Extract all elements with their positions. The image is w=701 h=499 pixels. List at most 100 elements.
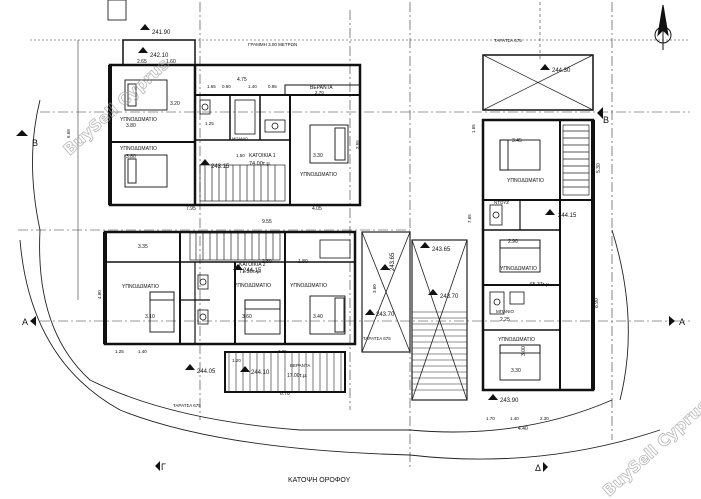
level-2: 242.10 [150, 53, 169, 59]
level-5: 243.65 [390, 252, 396, 271]
room-label-u1-b: ΥΠΝΟΔΩΜΑΤΙΟ [120, 146, 157, 152]
level-12: 244.15 [558, 213, 577, 219]
roof-level-3: ΤΑΡΑΤΣΑ 675 [173, 403, 201, 408]
section-mark-b-left: B [32, 138, 38, 148]
unit-1-area: 74.00τ.μ. [249, 161, 272, 167]
stair-unit-3 [562, 124, 590, 196]
north-arrow-icon [654, 4, 672, 50]
dim-3-10: 3.10 [145, 314, 155, 320]
room-label-u2-a: ΥΠΝΟΔΩΜΑΤΙΟ [122, 284, 159, 290]
plan-title: ΚΑΤΟΨΗ ΟΡΟΦΟΥ [288, 477, 351, 484]
section-mark-a-right: A [679, 317, 685, 327]
dim-1-20: 1.20 [232, 358, 241, 363]
dim-1-60: 1.60 [166, 59, 176, 65]
section-mark-d: Δ [535, 463, 541, 473]
dim-6-68: 6.68 [66, 129, 71, 138]
dim-3-30: 3.30 [313, 153, 323, 159]
watermark-bottom-right: BuySell Cyprus [599, 396, 701, 499]
dim-1-40b: 1.40 [138, 349, 147, 354]
section-mark-a-left: A [22, 317, 28, 327]
bathroom-label-u3: ΜΠΑΝΙΟ [496, 309, 514, 314]
fixtures-unit-3 [489, 204, 525, 315]
veranda-label-u2: ΒΕΡΑΝΤΑ [290, 363, 310, 368]
dim-2-70: 2.70 [315, 90, 324, 95]
dim-0-60: 0.60 [222, 84, 231, 89]
beds-unit-2 [149, 291, 346, 335]
top-line-label: ΓΡΑΜΜΗ 3.00 ΜΕΤΡΩΝ [248, 42, 297, 47]
section-mark-g: Γ [161, 462, 166, 472]
dim-2-05: 2.05 [278, 349, 287, 354]
dim-2-65: 2.65 [137, 59, 147, 65]
room-label-u1-c: ΥΠΝΟΔΩΜΑΤΙΟ [300, 172, 337, 178]
unit-1-name: ΚΑΤΟΙΚΙΑ 1 [249, 153, 276, 159]
shower-label-u3: ΝΤΟΥΖ [494, 200, 509, 205]
dim-7-65: 7.65 [467, 214, 472, 223]
section-markers [16, 107, 675, 472]
dim-1-50: 1.50 [236, 153, 245, 158]
beds-unit-3 [499, 139, 541, 381]
dim-1-70: 1.70 [486, 416, 495, 421]
roof-terrace [482, 54, 594, 111]
fixtures-unit-2 [197, 239, 351, 325]
dim-6-70: 6.70 [280, 391, 290, 397]
stair-unit-2 [189, 232, 281, 261]
dim-1-25b: 1.25 [115, 349, 124, 354]
room-label-u2-c: ΥΠΝΟΔΩΜΑΤΙΟ [290, 283, 327, 289]
dim-8-90: 8.90 [594, 298, 600, 308]
veranda-label-u1: ΒΕΡΑΝΤΑ [310, 85, 333, 91]
roof-level-2: ΤΑΡΑΤΣΑ 675 [363, 336, 391, 341]
unit-3-walls [481, 54, 595, 392]
dim-1-65b: 1.65 [471, 124, 476, 133]
level-4: 244.15 [243, 268, 262, 274]
level-markers [138, 24, 555, 400]
dim-4-80: 4.80 [97, 290, 102, 299]
dim-9-55: 9.55 [262, 219, 272, 225]
veranda-area-u2: 17.00τ.μ. [287, 373, 307, 379]
dim-1-40c: 1.40 [510, 416, 519, 421]
dim-3-20: 3.20 [170, 101, 180, 107]
dim-3-80a: 3.80 [126, 123, 136, 129]
dim-3-40: 3.40 [313, 314, 323, 320]
dim-3-30b: 3.30 [511, 368, 521, 374]
room-label-u3-b: ΥΠΝΟΔΩΜΑΤΙΟ [500, 266, 537, 272]
dim-3-55: 3.55 [355, 140, 360, 149]
level-10: 243.70 [440, 294, 459, 300]
dim-7-95: 7.95 [186, 206, 196, 212]
bathroom-label-u1: ΜΠΑΝΙΟ [232, 136, 248, 141]
room-label-u3-a: ΥΠΝΟΔΩΜΑΤΙΟ [507, 178, 544, 184]
dim-1-65: 1.65 [207, 84, 216, 89]
dim-0-95: 0.95 [268, 84, 277, 89]
section-mark-b-right: B [603, 115, 609, 125]
central-ramp-hatch [412, 311, 467, 391]
watermark-top-left: BuySell Cyprus [59, 54, 172, 159]
level-8: 244.05 [197, 369, 216, 375]
beds-unit-1 [124, 79, 349, 188]
level-1: 241.90 [152, 30, 171, 36]
level-3: 243.15 [211, 164, 230, 170]
dim-2-30: 2.30 [540, 416, 549, 421]
stair-unit-1 [199, 164, 286, 202]
dim-5-30: 5.30 [596, 163, 602, 173]
dim-2-90: 2.90 [508, 239, 518, 245]
dim-3-45: 3.45 [512, 138, 522, 144]
central-ramp [361, 231, 468, 401]
dim-3-00: 3.00 [521, 346, 527, 356]
plot-boundary [19, 0, 661, 460]
room-label-u1-a: ΥΠΝΟΔΩΜΑΤΙΟ [120, 117, 157, 123]
dim-2-80: 2.80 [262, 259, 272, 265]
unit-2-walls [103, 230, 357, 393]
dim-1-40: 1.40 [248, 84, 257, 89]
labels: ΓΡΑΜΜΗ 3.00 ΜΕΤΡΩΝ 241.90 242.10 243.15 … [22, 30, 685, 484]
level-11: 244.30 [552, 68, 571, 74]
level-6: 243.70 [376, 312, 395, 318]
dim-3-80b: 3.80 [126, 154, 136, 160]
unit-2-name: ΚΑΤΟΙΚΙΑ 2 [239, 262, 266, 268]
dim-4-40: 4.40 [518, 426, 528, 432]
room-label-u2-b: ΥΠΝΟΔΩΜΑΤΙΟ [234, 283, 271, 289]
level-7: 244.10 [251, 370, 270, 376]
unit-3-area: 65.37τ.μ. [530, 282, 550, 288]
dim-3-35: 3.35 [138, 244, 148, 250]
dim-4-75: 4.75 [237, 77, 247, 83]
dim-1-80: 1.80 [298, 259, 308, 265]
